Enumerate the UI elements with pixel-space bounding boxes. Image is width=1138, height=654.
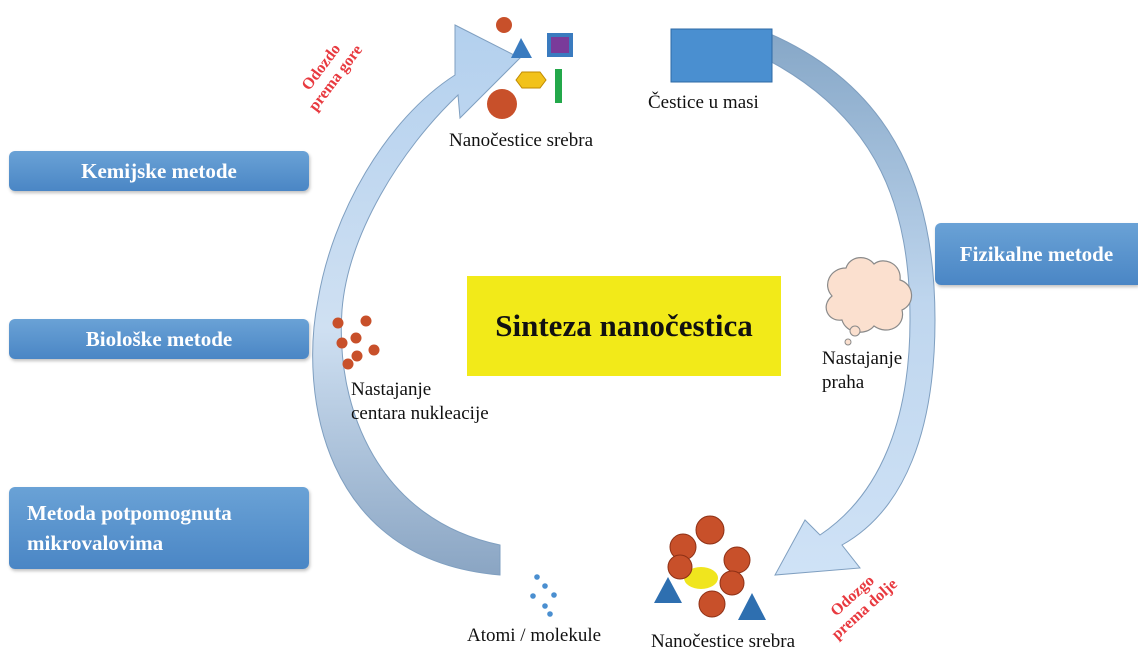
caption-nucleation-line1: Nastajanje <box>351 379 432 400</box>
caption-nucleation-line2: centara nukleacije <box>351 403 489 424</box>
powder-cloud-icon <box>825 257 913 346</box>
caption-bulk: Čestice u masi <box>648 92 759 113</box>
method-microwave-line1: Metoda potpomognuta <box>27 501 232 525</box>
atoms-icon <box>530 574 557 617</box>
method-microwave-line2: mikrovalovima <box>27 531 164 555</box>
caption-powder-line1: Nastajanje <box>822 348 903 369</box>
caption-silver-top: Nanočestice srebra <box>449 130 594 151</box>
diagram-title: Sinteza nanočestica <box>467 276 781 376</box>
caption-powder-line2: praha <box>822 372 865 393</box>
silver-nanoparticles-bottom-icon <box>654 515 766 620</box>
caption-powder: Nastajanje praha <box>822 347 902 395</box>
method-biological: Biološke metode <box>9 319 309 359</box>
method-physical: Fizikalne metode <box>935 223 1138 285</box>
caption-silver-bottom: Nanočestice srebra <box>651 631 796 652</box>
top-down-arrow <box>767 32 936 576</box>
method-chemical: Kemijske metode <box>9 151 309 191</box>
caption-atoms: Atomi / molekule <box>467 625 602 646</box>
caption-nucleation: Nastajanje centara nukleacije <box>351 378 489 426</box>
nucleation-centers-icon <box>332 315 380 370</box>
method-microwave: Metoda potpomognuta mikrovalovima <box>9 487 309 569</box>
bottom-up-arrow <box>312 24 521 576</box>
bulk-particle-icon <box>670 28 773 83</box>
silver-nanoparticles-top-icon <box>487 17 573 119</box>
